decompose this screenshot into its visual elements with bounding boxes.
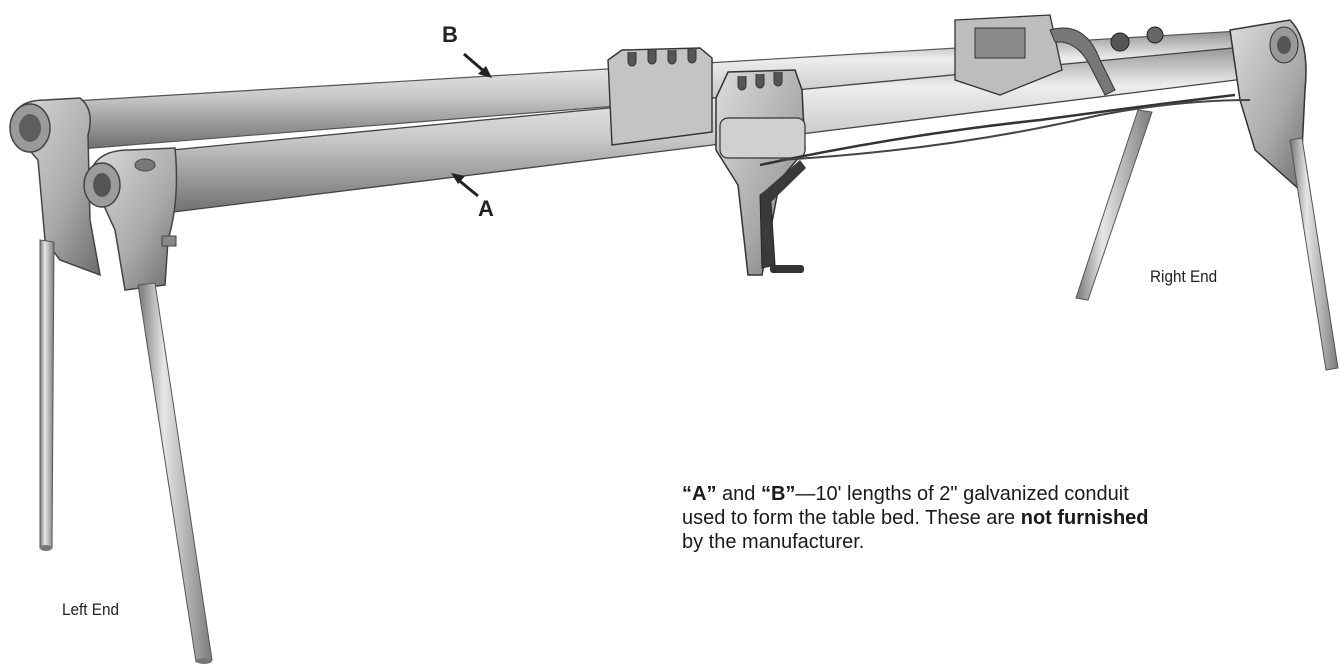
center-bracket-front — [715, 69, 806, 276]
label-a: A — [478, 196, 494, 221]
right-legs — [1075, 109, 1339, 371]
label-b: B — [442, 22, 458, 47]
figure-caption: “A” and “B”—10' lengths of 2" galvanized… — [682, 482, 1340, 554]
arrow-b — [463, 52, 492, 78]
left-end-front-casting — [83, 147, 178, 291]
label-left-end: Left End — [62, 600, 119, 619]
caption-line-3: by the manufacturer. — [682, 531, 865, 553]
left-back-leg — [39, 239, 55, 551]
not-furnished-emphasis: not furnished — [1020, 507, 1149, 529]
left-end-back-casting — [9, 97, 101, 277]
crank-handle — [759, 160, 806, 273]
label-right-end: Right End — [1150, 267, 1218, 286]
left-front-leg — [137, 282, 213, 664]
caption-line-1: “A” and “B”—10' lengths of 2" galvanized… — [682, 483, 1129, 505]
caption-line-2: used to form the table bed. These are no… — [682, 507, 1149, 529]
arrow-a — [451, 173, 479, 198]
right-end-mechanism — [759, 14, 1307, 192]
center-bracket-rear — [607, 47, 713, 146]
